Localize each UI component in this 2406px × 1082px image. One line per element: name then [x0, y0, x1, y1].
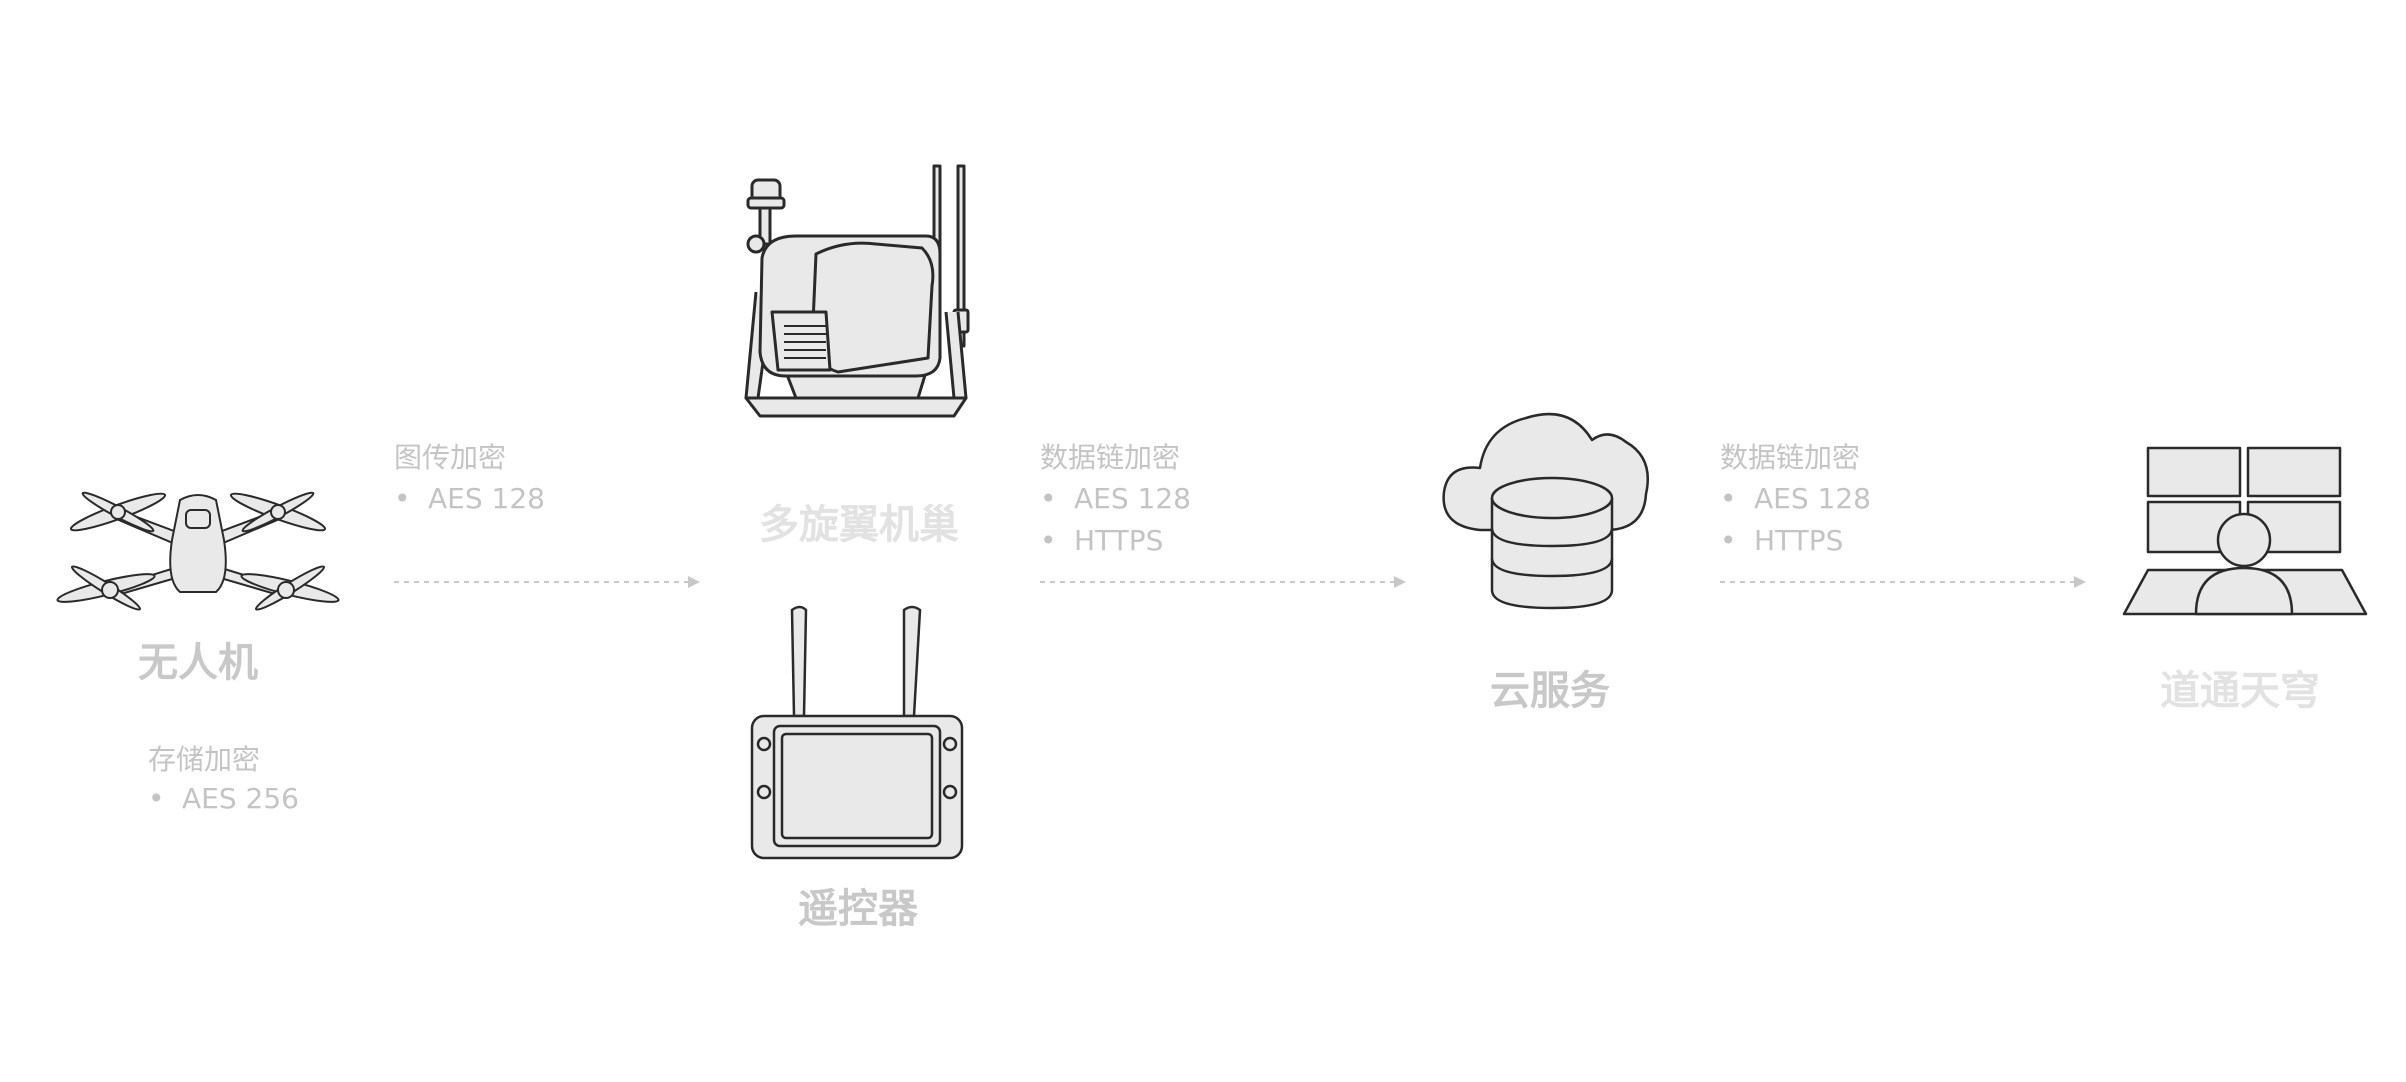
cloud-database-icon — [1442, 412, 1650, 610]
storage-encryption-title: 存储加密 — [148, 743, 261, 776]
data-link-encryption-title-1: 数据链加密 — [1040, 441, 1181, 474]
data-link-encryption-item-2b: HTTPS — [1720, 524, 1843, 557]
data-link-encryption-item-1b: HTTPS — [1040, 524, 1163, 557]
cloud-label: 云服务 — [1490, 668, 1610, 714]
platform-label: 道通天穹 — [2160, 668, 2320, 714]
drone-label: 无人机 — [138, 640, 258, 686]
drone-icon — [56, 491, 340, 611]
arrow-dock-to-cloud — [1040, 576, 1406, 588]
data-link-encryption-title-2: 数据链加密 — [1720, 441, 1861, 474]
storage-encryption-item: AES 256 — [148, 782, 299, 815]
arrow-drone-to-dock — [394, 576, 700, 588]
image-link-encryption-title: 图传加密 — [394, 441, 507, 474]
controller-label: 遥控器 — [798, 886, 918, 932]
remote-controller-icon — [750, 605, 964, 860]
image-link-encryption-item: AES 128 — [394, 482, 545, 515]
arrow-cloud-to-platform — [1720, 576, 2086, 588]
dock-icon — [744, 164, 970, 418]
data-link-encryption-item-2a: AES 128 — [1720, 482, 1871, 515]
data-link-encryption-item-1a: AES 128 — [1040, 482, 1191, 515]
operator-workstation-icon — [2122, 446, 2368, 616]
dock-label: 多旋翼机巢 — [759, 502, 959, 548]
